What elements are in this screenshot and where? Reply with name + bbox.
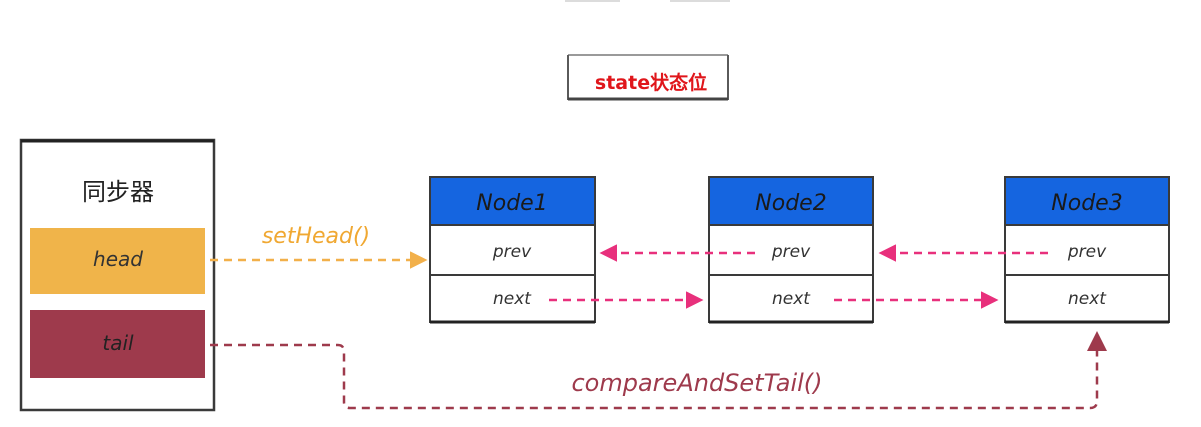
node-2: Node2 prev next [708, 176, 874, 324]
node-header [708, 176, 874, 226]
node-1: Node1 prev next [429, 176, 596, 324]
node-next-label: next [772, 289, 811, 309]
compare-and-set-tail-label: compareAndSetTail() [571, 369, 822, 397]
head-field [30, 228, 205, 294]
node-header [1004, 176, 1170, 226]
compare-and-set-tail-arrow: compareAndSetTail() [210, 331, 1107, 410]
set-head-arrow: setHead() [210, 224, 428, 269]
node-prev-label: prev [492, 242, 532, 262]
state-box: state状态位 [567, 54, 729, 101]
node-header [429, 176, 596, 226]
tail-label: tail [102, 331, 134, 355]
node-3: Node3 prev next [1004, 176, 1170, 324]
head-label: head [93, 247, 143, 271]
synchronizer-title: 同步器 [82, 178, 154, 206]
node-next-label: next [1068, 289, 1107, 309]
node-title: Node2 [755, 191, 826, 216]
node-prev-label: prev [1067, 242, 1107, 262]
node-title: Node3 [1051, 191, 1122, 216]
synchronizer-box: 同步器 head tail [19, 138, 216, 412]
set-head-label: setHead() [262, 224, 370, 249]
node-prev-label: prev [771, 242, 811, 262]
node-title: Node1 [476, 191, 547, 216]
state-box-label: state状态位 [595, 71, 707, 94]
node-next-label: next [493, 289, 532, 309]
tail-field [30, 310, 205, 378]
